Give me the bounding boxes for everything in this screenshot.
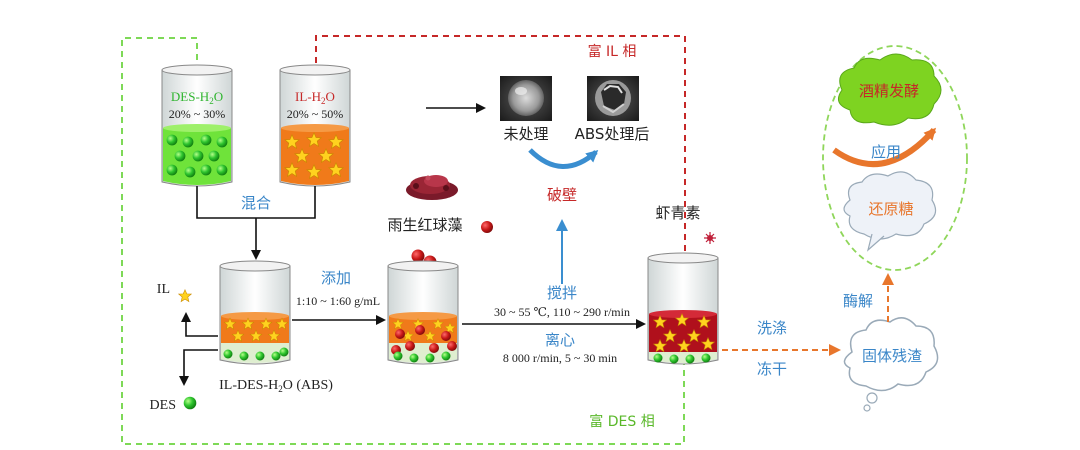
algae-cell-icon	[481, 221, 493, 233]
astaxanthin-droplet	[669, 354, 679, 364]
mix-connector	[196, 186, 316, 258]
des-droplet	[216, 164, 228, 176]
rich-il-loop	[315, 35, 686, 328]
sem-treated-image	[587, 76, 639, 121]
des-percentage: 20% ~ 30%	[169, 107, 225, 121]
des-droplet	[174, 150, 186, 162]
abs-droplet	[279, 347, 289, 357]
mix-label: 混合	[241, 194, 271, 212]
reducing-sugar-label: 还原糖	[868, 200, 913, 218]
astaxanthin-label: 虾青素	[655, 204, 700, 222]
des-droplet-icon	[183, 396, 197, 410]
freeze-dry-label: 冻干	[757, 360, 787, 378]
extraction-droplet	[441, 351, 451, 361]
haematococcus-powder-icon	[406, 175, 458, 200]
extraction-algae-cell	[415, 325, 425, 335]
solid-residue-label: 固体残渣	[862, 347, 922, 365]
extraction-algae-cell	[405, 341, 415, 351]
alcohol-fermentation-label: 酒精发酵	[859, 82, 919, 100]
extraction-droplet	[425, 353, 435, 363]
beaker-des-h2o	[161, 64, 233, 187]
untreated-label: 未处理	[503, 125, 548, 143]
rich-des-loop	[121, 37, 685, 445]
extraction-algae-cell	[441, 331, 451, 341]
abs-system-label: IL-DES-H2O (ABS)	[219, 378, 333, 394]
ratio-label: 1:10 ~ 1:60 g/mL	[296, 294, 380, 308]
des-droplet	[182, 136, 194, 148]
wall-break-arrow	[528, 148, 599, 169]
extraction-algae	[391, 325, 457, 355]
sem-untreated-image	[500, 76, 552, 121]
des-droplet	[208, 150, 220, 162]
add-label: 添加	[321, 269, 351, 287]
il-h2o-label: IL-H2O	[295, 89, 335, 106]
abs-droplet	[239, 351, 249, 361]
des-droplet	[166, 164, 178, 176]
beaker-astaxanthin	[647, 252, 719, 365]
alcohol-fermentation-cloud	[837, 53, 942, 126]
application-label: 应用	[871, 143, 901, 161]
centrifuge-conditions: 8 000 r/min, 5 ~ 30 min	[503, 351, 617, 365]
des-droplet	[184, 166, 196, 178]
des-droplet	[166, 134, 178, 146]
abs-droplet	[255, 351, 265, 361]
application-arrow	[832, 127, 937, 168]
des-droplet	[200, 164, 212, 176]
il-star-icon	[178, 289, 192, 302]
extraction-droplet	[409, 353, 419, 363]
utilization-ellipse	[822, 45, 968, 271]
beaker-il-h2o	[279, 64, 351, 187]
astaxanthin-droplet	[701, 353, 711, 363]
beaker-extraction	[387, 260, 459, 365]
rich-des-label: 富 DES 相	[589, 413, 654, 430]
extraction-algae-cell	[395, 329, 405, 339]
enzymolysis-label: 酶解	[843, 292, 873, 310]
rich-il-label: 富 IL 相	[588, 43, 637, 60]
haematococcus-label: 雨生红球藻	[387, 216, 462, 234]
des-label: DES	[150, 398, 176, 413]
des-droplet	[192, 150, 204, 162]
astaxanthin-molecule-icon	[704, 232, 716, 244]
des-separation-arrow	[179, 349, 218, 386]
extraction-algae-cell	[447, 341, 457, 351]
il-separation-arrow	[181, 312, 218, 337]
astaxanthin-droplet	[653, 353, 663, 363]
extraction-algae-cell	[429, 343, 439, 353]
il-label: IL	[157, 282, 170, 297]
abs-droplet	[271, 351, 281, 361]
il-percentage: 20% ~ 50%	[287, 107, 343, 121]
des-h2o-label: DES-H2O	[171, 89, 223, 106]
abs-droplet	[223, 349, 233, 359]
des-droplet	[200, 134, 212, 146]
wall-break-label: 破壁	[547, 186, 577, 204]
beaker-abs	[219, 260, 291, 365]
stir-label: 搅拌	[547, 284, 577, 302]
solid-residue-cloud	[843, 317, 939, 412]
centrifuge-label: 离心	[545, 331, 575, 349]
astaxanthin-droplet	[685, 354, 695, 364]
wash-label: 洗涤	[757, 319, 787, 337]
reducing-sugar-cloud	[843, 171, 937, 252]
falling-algae-cell	[411, 249, 425, 263]
stir-conditions: 30 ~ 55 ℃, 110 ~ 290 r/min	[494, 305, 630, 319]
des-droplet	[216, 136, 228, 148]
extraction-droplet	[393, 351, 403, 361]
abs-treated-label: ABS处理后	[575, 125, 650, 143]
